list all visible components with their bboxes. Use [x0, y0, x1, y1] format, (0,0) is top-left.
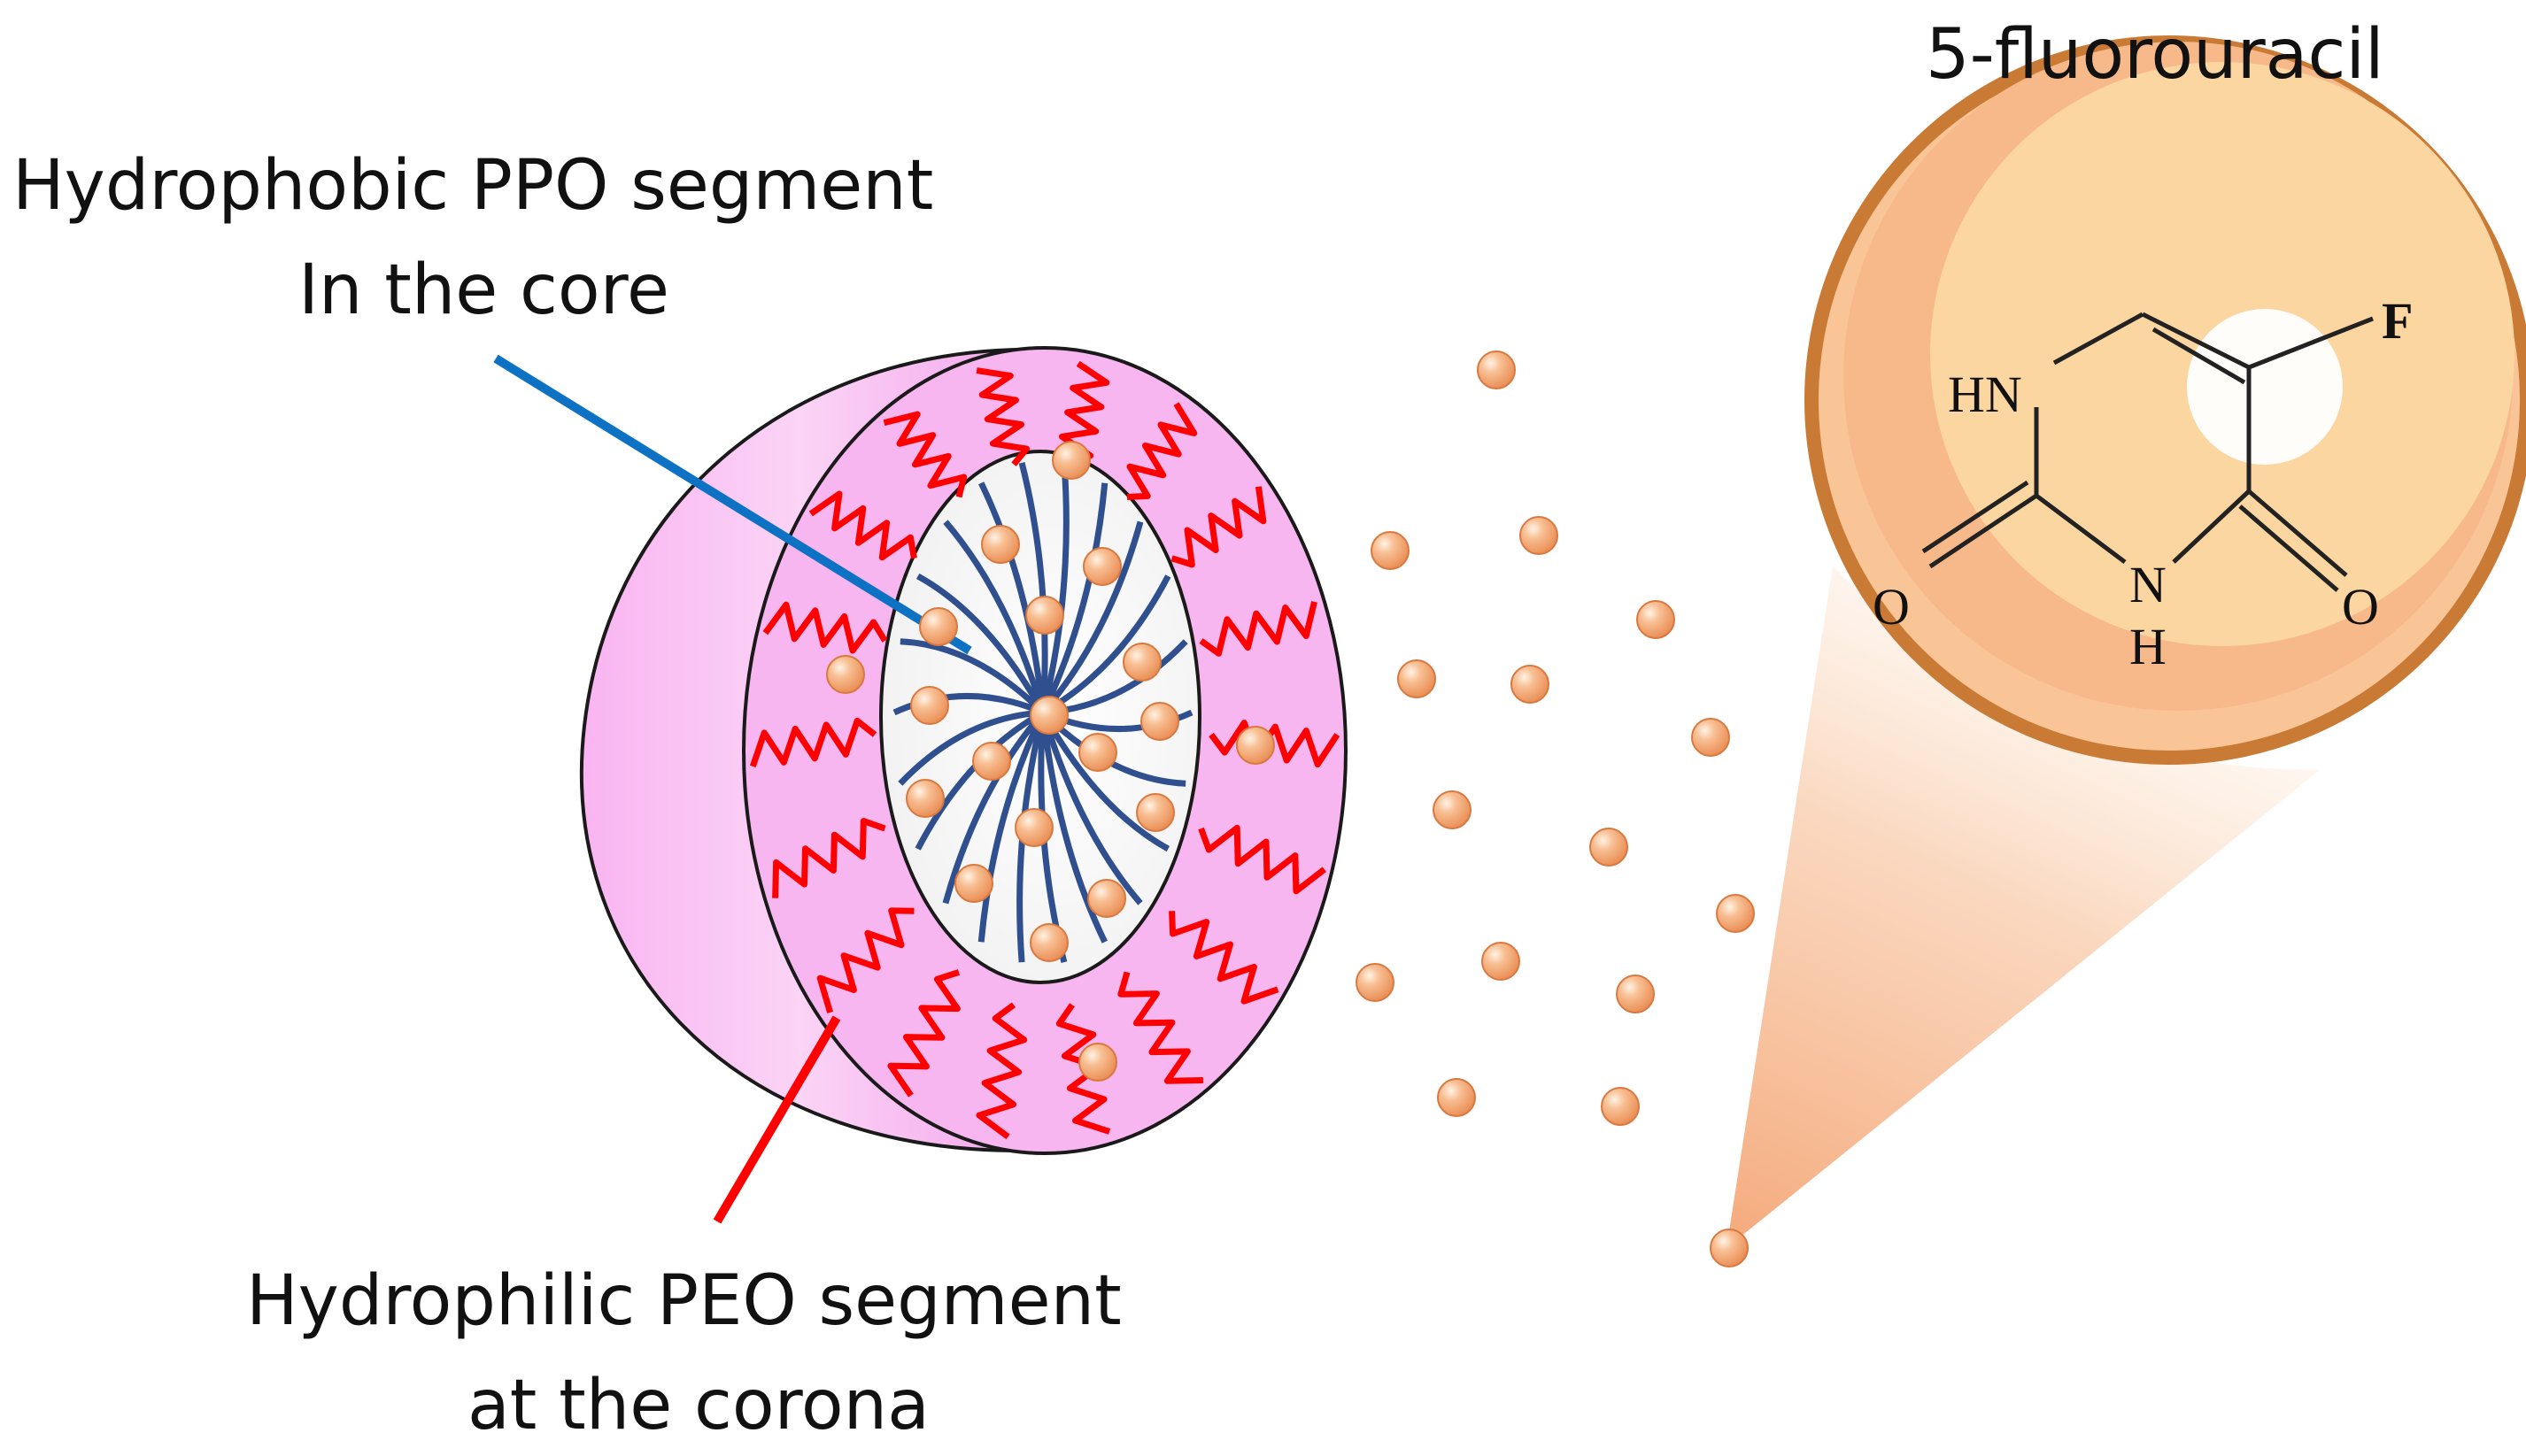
drug-particle — [1616, 975, 1655, 1013]
drug-particle — [1477, 351, 1516, 389]
peo-chain — [762, 601, 888, 654]
drug-particle — [1025, 596, 1064, 635]
peo-chain — [808, 490, 917, 561]
peo-chain — [1170, 486, 1267, 568]
peo-chain — [1209, 720, 1340, 768]
atom-o-right: O — [2342, 578, 2379, 636]
atom-o-left: O — [1873, 578, 1910, 636]
drug-particle — [1601, 1087, 1640, 1126]
drug-particle — [972, 742, 1011, 781]
drug-particle — [1636, 600, 1675, 639]
drug-particle — [1078, 1043, 1117, 1082]
drug-particle — [1691, 718, 1730, 757]
atom-n: N — [2129, 556, 2167, 613]
peo-chain — [976, 367, 1030, 466]
peo-chain — [816, 907, 915, 1013]
drug-particles — [826, 351, 1755, 1267]
ppo-label-line1: Hydrophobic PPO segment — [12, 146, 933, 226]
drug-particle — [1589, 828, 1628, 867]
drug-particle — [1437, 1078, 1476, 1117]
peo-pointer-line — [713, 1015, 841, 1224]
peo-chain — [976, 1002, 1028, 1140]
ppo-chain — [1018, 462, 1048, 713]
atom-h: H — [2129, 618, 2167, 675]
drug-particle — [1078, 733, 1117, 772]
peo-chain — [1199, 601, 1317, 657]
ppo-chain — [943, 520, 1047, 714]
ppo-chain — [1039, 711, 1143, 905]
molecule-zoom-circle — [1804, 35, 2526, 765]
drug-particle — [906, 779, 945, 818]
peo-chain — [1126, 402, 1198, 501]
drug-particle — [954, 864, 993, 903]
ppo-chain — [977, 711, 1047, 943]
ppo-chain — [1039, 462, 1070, 713]
drug-particle — [1510, 665, 1549, 704]
zoom-cone — [1726, 566, 2320, 1248]
drug-particle — [1083, 547, 1122, 586]
drug-particle — [1123, 643, 1162, 682]
ppo-chain — [915, 573, 1047, 714]
ppo-chain — [978, 481, 1047, 713]
drug-particle — [1716, 894, 1755, 933]
drug-particle — [1481, 942, 1520, 981]
drug-particle — [1015, 808, 1054, 847]
ppo-pointer-line — [493, 354, 972, 655]
ppo-chain — [1039, 711, 1170, 852]
drug-particle — [826, 655, 865, 694]
drug-particle — [1371, 531, 1410, 570]
peo-chain — [1169, 911, 1279, 1005]
drug-particle — [981, 525, 1020, 564]
peo-chain — [749, 717, 877, 768]
peo-chain — [772, 818, 886, 898]
peo-label-line2: at the corona — [467, 1366, 930, 1445]
ppo-chain — [898, 709, 1044, 786]
drug-name-label: 5-fluorouracil — [1926, 15, 2384, 95]
ppo-chain — [942, 710, 1046, 905]
drug-particle — [1356, 963, 1394, 1002]
atom-f: F — [2382, 292, 2413, 350]
ppo-chain — [900, 638, 1046, 715]
ppo-chain — [1039, 712, 1108, 944]
drug-particle — [1030, 696, 1069, 735]
peo-chain — [883, 411, 968, 498]
ppo-chain — [1039, 482, 1109, 714]
peo-chain — [1198, 824, 1326, 895]
peo-label-line1: Hydrophilic PEO segment — [246, 1261, 1122, 1341]
peo-chain — [1117, 971, 1203, 1084]
drug-particle — [910, 686, 949, 725]
drug-particle — [1519, 516, 1558, 555]
drug-particle — [1433, 790, 1472, 829]
ppo-chain — [1040, 520, 1144, 715]
ppo-label-line2: In the core — [298, 250, 669, 330]
drug-particle — [1140, 702, 1179, 741]
drug-particle — [1236, 726, 1275, 765]
atom-hn: HN — [1948, 366, 2022, 423]
drug-particle — [919, 607, 958, 646]
peo-chain — [887, 969, 961, 1098]
drug-particle — [1710, 1229, 1749, 1267]
drug-particle — [1052, 441, 1091, 480]
drug-particle — [1030, 923, 1069, 962]
drug-particle — [1087, 879, 1126, 918]
micelle — [579, 346, 1348, 1155]
drug-particle — [1397, 659, 1436, 698]
drug-particle — [1136, 793, 1175, 832]
fluorouracil-structure — [1921, 312, 2374, 592]
